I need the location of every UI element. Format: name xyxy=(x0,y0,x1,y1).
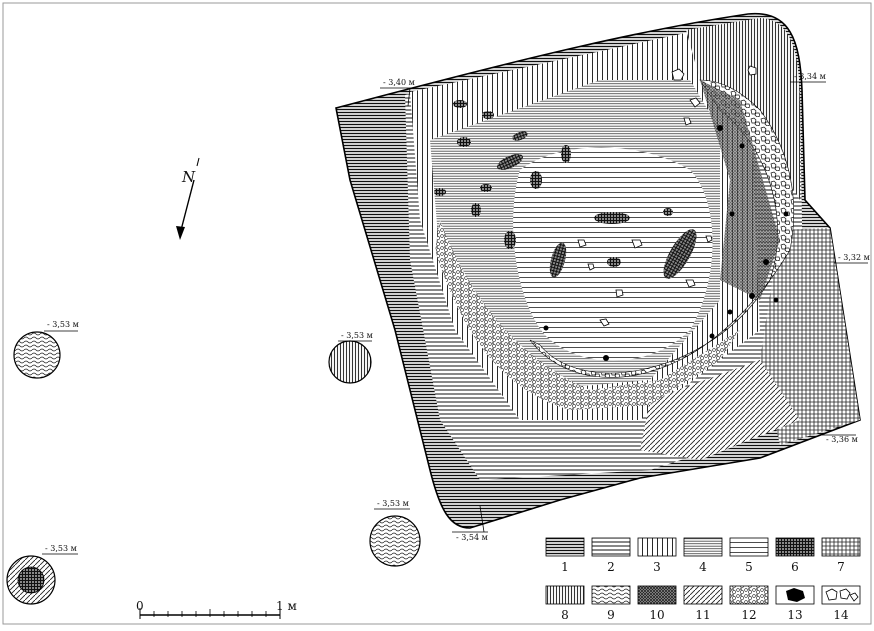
excavation-pit xyxy=(335,12,861,529)
scale-bar-start: 0 xyxy=(136,599,144,613)
svg-text:- 3,32 м: - 3,32 м xyxy=(838,253,870,262)
legend-number: 6 xyxy=(791,560,799,574)
svg-text:- 3,53 м: - 3,53 м xyxy=(377,499,409,508)
legend-item-2: 2 xyxy=(591,537,631,574)
depth-label-nw: - 3,40 м xyxy=(380,78,415,107)
legend-number: 5 xyxy=(745,560,753,574)
legend-swatch-v-dense xyxy=(545,585,585,605)
legend-number: 11 xyxy=(695,608,710,622)
black-stones xyxy=(543,125,789,361)
legend-swatch-v-lines xyxy=(637,537,677,557)
legend-swatch-h-medium xyxy=(591,537,631,557)
legend-swatch-cross-dense xyxy=(637,585,677,605)
svg-text:- 3,53 м: - 3,53 м xyxy=(47,320,79,329)
legend-item-8: 8 xyxy=(545,585,585,622)
legend-number: 9 xyxy=(607,608,615,622)
posthole-west: - 3,53 м xyxy=(13,320,79,379)
svg-text:- 3,53 м: - 3,53 м xyxy=(341,331,373,340)
depth-label-se: - 3,36 м xyxy=(822,434,858,444)
depth-label-e: - 3,32 м xyxy=(834,253,870,264)
black-stone-icon xyxy=(786,588,805,602)
legend-number: 12 xyxy=(741,608,756,622)
legend-swatch-diag xyxy=(683,585,723,605)
legend-swatch-grid xyxy=(821,537,861,557)
legend-number: 10 xyxy=(649,608,664,622)
posthole-central: - 3,53 м xyxy=(328,331,373,384)
legend-item-6: 6 xyxy=(775,537,815,574)
legend-number: 2 xyxy=(607,560,615,574)
legend-swatch-h-fine xyxy=(683,537,723,557)
legend-number: 13 xyxy=(787,608,802,622)
svg-text:- 3,34 м: - 3,34 м xyxy=(794,72,826,81)
pit-center-layer-5 xyxy=(513,147,713,361)
legend-item-11: 11 xyxy=(683,585,723,622)
legend-number: 8 xyxy=(561,608,569,622)
dark-inclusions xyxy=(434,100,697,279)
scale-bar xyxy=(139,608,281,619)
pit-layer-7 xyxy=(760,228,860,445)
dense-fill-band xyxy=(700,80,780,300)
north-arrow-icon xyxy=(176,157,200,240)
white-stones-icon xyxy=(825,588,859,602)
legend-number: 14 xyxy=(833,608,849,622)
stone-arc xyxy=(529,79,795,378)
depth-label-ne: - 3,34 м xyxy=(790,72,826,83)
white-stones xyxy=(577,65,757,327)
posthole-southwest: - 3,53 м xyxy=(6,544,78,605)
scale-bar-end: 1 м xyxy=(276,599,297,613)
legend-item-4: 4 xyxy=(683,537,723,574)
legend-number: 1 xyxy=(561,560,569,574)
legend-item-10: 10 xyxy=(637,585,677,622)
legend-swatch-h-sparse xyxy=(729,537,769,557)
pit-pebble-band xyxy=(435,220,740,410)
svg-text:- 3,54 м: - 3,54 м xyxy=(456,533,488,542)
legend-swatch-h-dense xyxy=(545,537,585,557)
legend-item-5: 5 xyxy=(729,537,769,574)
legend-item-1: 1 xyxy=(545,537,585,574)
legend-swatch-cross-dark xyxy=(775,537,815,557)
legend-number: 3 xyxy=(653,560,661,574)
legend-number: 4 xyxy=(699,560,707,574)
legend-item-13: 13 xyxy=(775,585,815,622)
legend-item-9: 9 xyxy=(591,585,631,622)
posthole-south: - 3,53 м xyxy=(369,499,421,567)
depth-label-s: - 3,54 м xyxy=(452,505,488,542)
svg-text:- 3,53 м: - 3,53 м xyxy=(45,544,77,553)
legend-swatch-wave xyxy=(591,585,631,605)
legend-number: 7 xyxy=(837,560,845,574)
svg-text:- 3,36 м: - 3,36 м xyxy=(826,435,858,444)
legend-item-14: 14 xyxy=(821,585,861,622)
legend-swatch-pebbles xyxy=(729,585,769,605)
pit-layer-11 xyxy=(640,360,800,460)
legend-item-7: 7 xyxy=(821,537,861,574)
svg-text:- 3,40 м: - 3,40 м xyxy=(383,78,415,87)
legend-item-3: 3 xyxy=(637,537,677,574)
north-label: N xyxy=(181,168,196,186)
legend-item-12: 12 xyxy=(729,585,769,622)
